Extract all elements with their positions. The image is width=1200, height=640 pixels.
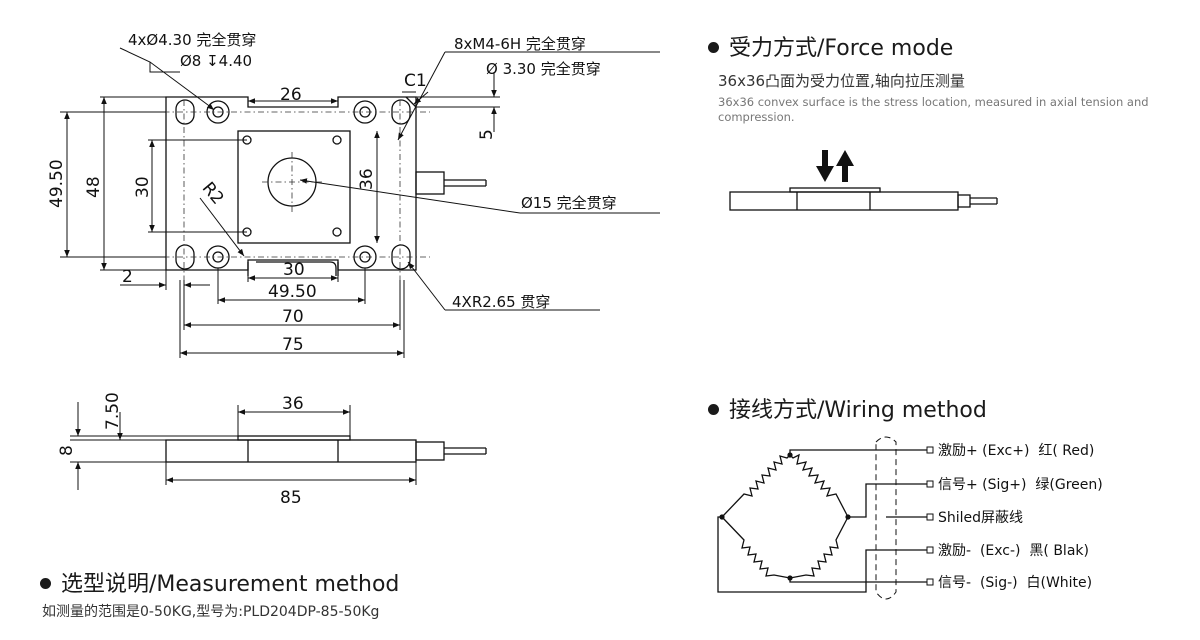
side-view xyxy=(165,435,487,463)
dim-36-v: 36 xyxy=(357,168,377,190)
wiring-heading: 接线方式/Wiring method xyxy=(708,392,987,424)
dim-75: 75 xyxy=(282,335,304,355)
dim-30-h: 30 xyxy=(283,260,305,280)
note-thread-drill: Ø 3.30 完全贯穿 xyxy=(486,60,601,78)
note-threads: 8xM4-6H 完全贯穿 xyxy=(454,35,586,53)
force-mode-heading: 受力方式/Force mode xyxy=(708,30,953,62)
dim-26: 26 xyxy=(280,85,302,105)
wire-label-sig-plus: 信号+ (Sig+) 绿(Green) xyxy=(938,477,1103,493)
wiring-title: 接线方式/Wiring method xyxy=(729,398,987,423)
measurement-heading: 选型说明/Measurement method xyxy=(40,566,399,598)
force-mode-desc-en: 36x36 convex surface is the stress locat… xyxy=(718,95,1149,124)
note-radius: R2 xyxy=(198,178,228,208)
bullet-icon xyxy=(708,403,719,415)
dim-85: 85 xyxy=(280,488,302,508)
dim-49-50-h: 49.50 xyxy=(268,282,317,302)
force-mode-desc-cn: 36x36凸面为受力位置,轴向拉压测量 xyxy=(718,72,965,90)
dim-5: 5 xyxy=(477,129,497,140)
dim-48-v: 48 xyxy=(84,176,104,198)
plate-outline xyxy=(165,96,417,271)
note-slot: 4XR2.65 贯穿 xyxy=(452,293,550,311)
dim-7-50: 7.50 xyxy=(103,392,123,430)
measurement-desc: 如测量的范围是0-50KG,型号为:PLD204DP-85-50Kg xyxy=(42,604,380,620)
dim-49-50-v: 49.50 xyxy=(47,159,67,208)
note-chamfer: C1 xyxy=(404,71,427,91)
note-counterbore: Ø8 ↧4.40 xyxy=(180,52,252,70)
dim-30-v: 30 xyxy=(133,176,153,198)
dim-8: 8 xyxy=(57,445,77,456)
bullet-icon xyxy=(708,41,719,53)
wire-label-exc-minus: 激励- (Exc-) 黑( Blak) xyxy=(938,542,1089,559)
force-sketch xyxy=(729,187,998,211)
dim-36-h: 36 xyxy=(282,394,304,414)
wire-label-exc-plus: 激励+ (Exc+) 红( Red) xyxy=(938,442,1094,459)
dim-2: 2 xyxy=(122,267,133,287)
wire-label-sig-minus: 信号- (Sig-) 白(White) xyxy=(938,575,1092,591)
note-mount-holes: 4xØ4.30 完全贯穿 xyxy=(128,31,256,49)
force-arrows xyxy=(816,150,854,182)
wire-label-shield: Shiled屏蔽线 xyxy=(938,510,1023,526)
bullet-icon xyxy=(40,577,51,589)
note-center-hole: Ø15 完全贯穿 xyxy=(521,194,617,212)
raised-square xyxy=(237,130,351,244)
force-mode-title: 受力方式/Force mode xyxy=(729,36,954,61)
dim-70: 70 xyxy=(282,307,304,327)
measurement-title: 选型说明/Measurement method xyxy=(61,572,400,597)
